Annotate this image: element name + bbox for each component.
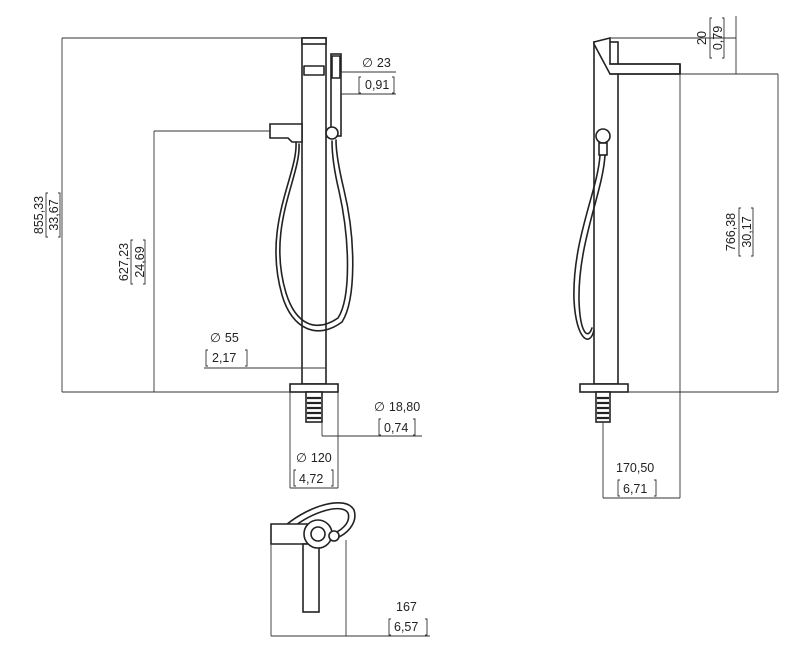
svg-text:∅55: ∅55: [210, 331, 239, 345]
svg-text:33,67: 33,67: [47, 199, 61, 230]
svg-text:∅120: ∅120: [296, 451, 332, 465]
svg-text:∅18,80: ∅18,80: [374, 400, 420, 414]
svg-text:167: 167: [396, 600, 417, 614]
side-spout-body: [609, 63, 681, 75]
front-base-plate: [289, 383, 339, 393]
svg-text:0,91: 0,91: [365, 78, 389, 92]
svg-text:170,50: 170,50: [616, 461, 654, 475]
front-column: [301, 37, 327, 385]
side-column: [593, 41, 619, 385]
front-dimension-lines: [61, 37, 422, 489]
svg-text:∅23: ∅23: [362, 56, 391, 70]
label-top-offset: 20 0,79: [695, 17, 725, 59]
front-handshower-head: [331, 55, 341, 79]
top-handshower: [328, 530, 340, 542]
svg-text:855,33: 855,33: [32, 196, 46, 234]
label-top-view-width: 167 6,57: [388, 600, 428, 636]
svg-text:4,72: 4,72: [299, 472, 323, 486]
front-hose: [275, 139, 354, 332]
front-spout-cap: [301, 37, 327, 45]
front-view: [269, 37, 354, 423]
svg-text:627,23: 627,23: [117, 243, 131, 281]
svg-text:20: 20: [695, 31, 709, 45]
front-hose-inner: [279, 140, 349, 327]
label-spout-height: 766,38 30,17: [724, 207, 754, 257]
svg-text:6,57: 6,57: [394, 620, 418, 634]
top-lever: [302, 543, 320, 613]
top-column-outer: [303, 519, 333, 549]
side-dimension-lines: [602, 16, 779, 499]
front-holder: [269, 123, 303, 143]
side-inlet-thread: [597, 396, 609, 420]
side-holder-knob: [595, 128, 611, 144]
svg-text:30,17: 30,17: [740, 216, 754, 247]
top-hose-loop-inner: [291, 507, 350, 536]
label-spout-projection: 170,50 6,71: [616, 461, 657, 497]
label-hook-height: 627,23 24,69: [117, 239, 147, 285]
front-holder-knob: [325, 126, 339, 140]
svg-text:0,74: 0,74: [384, 421, 408, 435]
label-column-diameter: ∅55 2,17: [205, 331, 248, 367]
front-inlet-thread: [307, 396, 321, 420]
svg-text:766,38: 766,38: [724, 213, 738, 251]
top-view: [270, 502, 356, 613]
side-hose-inner: [578, 154, 606, 335]
svg-text:6,71: 6,71: [623, 482, 647, 496]
side-holder-neck: [598, 142, 608, 156]
side-base-plate: [579, 383, 629, 393]
label-inlet-diameter: ∅18,80 0,74: [374, 400, 420, 436]
side-hose: [573, 154, 601, 340]
label-base-diameter: ∅120 4,72: [293, 451, 334, 487]
label-handshower-diameter: ∅23 0,91: [358, 56, 395, 94]
svg-text:24,69: 24,69: [133, 246, 147, 277]
side-spout: [593, 36, 681, 75]
label-total-height: 855,33 33,67: [32, 192, 61, 238]
front-spout-outlet: [303, 65, 325, 76]
side-view: [573, 36, 681, 423]
svg-text:0,79: 0,79: [711, 26, 725, 50]
top-hose-loop: [285, 502, 356, 541]
top-dimension-lines: [270, 540, 430, 637]
svg-text:2,17: 2,17: [212, 351, 236, 365]
top-column-inner: [310, 526, 326, 542]
